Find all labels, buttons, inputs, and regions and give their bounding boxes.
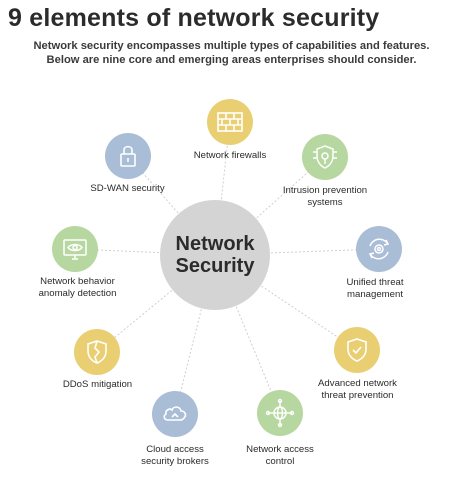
network-access-control-node [257,390,303,436]
padlock-icon [120,145,136,167]
intrusion-prevention-label: Intrusion prevention systems [282,185,368,208]
connector-nbad [74,248,216,256]
advanced-threat-prevention-label: Advanced network threat prevention [318,378,397,401]
broken-shield-icon [87,340,107,364]
advanced-threat-prevention-node [334,327,380,373]
gear-cycle-icon [368,238,390,260]
network-firewalls-label: Network firewalls [193,150,267,161]
ddos-mitigation-label: DDoS mitigation [62,379,133,390]
subtitle-line-2: Below are nine core and emerging areas e… [46,54,417,66]
network-behavior-anomaly-label: Network behavior anomaly detection [38,276,117,299]
shield-check-icon [347,338,367,362]
cloud-access-security-brokers-node [152,391,198,437]
network-security-hub: Network Security [160,200,270,310]
monitor-eye-icon [63,239,87,260]
cloud-icon [163,406,187,421]
hub-label-line-2: Security [175,255,255,277]
hub-label-line-1: Network [175,233,255,255]
sd-wan-security-label: SD-WAN security [90,183,165,194]
network-access-control-label: Network access control [246,444,314,467]
subtitle-line-1: Network security encompasses multiple ty… [33,40,430,52]
brick-wall-icon [217,112,243,132]
connector-casb [174,254,216,415]
page-title: 9 elements of network security [8,4,380,32]
network-firewalls-node [207,99,253,145]
network-globe-icon [265,398,295,428]
sd-wan-security-node [105,133,151,179]
cloud-access-security-brokers-label: Cloud access security brokers [141,444,209,467]
intrusion-prevention-node [302,134,348,180]
unified-threat-management-node [356,226,402,272]
unified-threat-management-label: Unified threat management [346,277,404,300]
circuit-shield-icon [313,145,337,169]
ddos-mitigation-node [74,329,120,375]
network-behavior-anomaly-node [52,226,98,272]
connector-utm [214,248,380,256]
